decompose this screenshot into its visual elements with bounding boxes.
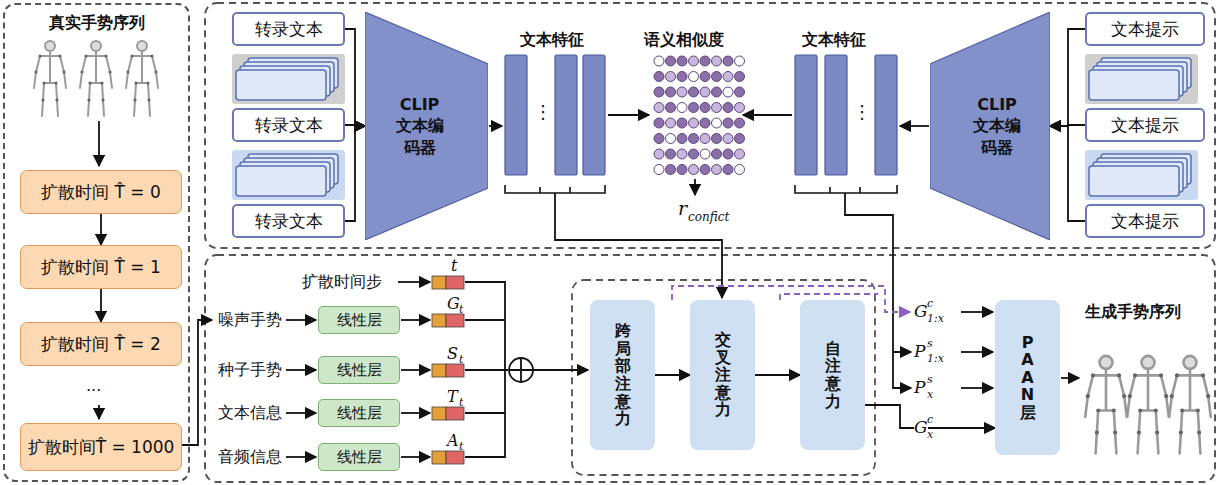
label: x: [927, 389, 933, 400]
node-text: 转录文本: [255, 210, 323, 233]
paan-box: PAAN层: [995, 300, 1060, 455]
label: A: [447, 433, 459, 449]
connector-arrow: [345, 126, 365, 221]
connector-arrow: [1050, 126, 1085, 221]
attention-box: 自注意力: [800, 300, 865, 450]
linear-layer-box: 线性层: [318, 306, 400, 334]
transcript-box: 转录文本: [232, 108, 345, 142]
timestep-box: 扩散时间T̂ = 1000: [20, 423, 182, 471]
node-text: 扩散时间 T̂ = 2: [41, 333, 161, 356]
node-text: 跨局部注意力: [615, 322, 631, 428]
connector-arrow: [1050, 29, 1085, 126]
label: P: [914, 343, 925, 360]
attention-box: 交叉注意力: [690, 300, 755, 450]
timestep-box: 扩散时间 T̂ = 0: [20, 170, 182, 214]
prompt-box: 文本提示: [1085, 12, 1205, 46]
label: T: [447, 389, 458, 405]
label: t: [451, 258, 457, 274]
label: t: [459, 354, 463, 365]
connector-arrow: [345, 29, 365, 126]
linear-layer-box: 线性层: [318, 356, 400, 384]
dashed-panel: 真实手势序列扩散时间 T̂ = 0 扩散时间 T̂ = 1 扩散时间 T̂ = 2 扩…: [3, 3, 190, 482]
label: G: [447, 296, 460, 312]
label: ⋮: [853, 103, 871, 121]
label: 1:x: [927, 353, 944, 364]
label: t: [459, 304, 463, 315]
transcript-box: 转录文本: [232, 204, 345, 238]
label: c: [927, 414, 933, 425]
label: G: [914, 303, 928, 320]
label: t: [459, 397, 463, 408]
timestep-box: 扩散时间 T̂ = 1: [20, 245, 182, 289]
node-text: 线性层: [337, 448, 382, 467]
label: P: [914, 379, 925, 396]
prompt-box: 文本提示: [1085, 204, 1205, 238]
label: 文本信息: [218, 405, 282, 421]
node-text: 交叉注意力: [715, 331, 731, 419]
label: 1:x: [927, 313, 944, 324]
prompt-box: 文本提示: [1085, 108, 1205, 142]
label: 生成手势序列: [1085, 304, 1181, 320]
attention-box: 跨局部注意力: [590, 300, 655, 450]
label: r: [678, 199, 687, 218]
node-text: 文本提示: [1111, 210, 1179, 233]
node-text: 文本提示: [1111, 114, 1179, 137]
node-text: 转录文本: [255, 18, 323, 41]
node-text: 真实手势序列: [49, 5, 145, 34]
encoder-trapezoid: CLIP 文本编码器: [930, 12, 1050, 240]
transcript-box: 转录文本: [232, 12, 345, 46]
node-text: CLIP 文本编码器: [393, 94, 447, 159]
node-text: 文本提示: [1111, 18, 1179, 41]
node-text: 扩散时间 T̂ = 0: [41, 181, 161, 204]
node-text: 线性层: [337, 361, 382, 380]
label: 扩散时间步: [302, 274, 382, 290]
node-text: 扩散时间T̂ = 1000: [28, 436, 175, 459]
label: G: [914, 419, 928, 436]
label: ···: [86, 383, 101, 399]
label: s: [927, 374, 933, 385]
node-text: CLIP 文本编码器: [970, 94, 1024, 159]
node-text: 线性层: [337, 311, 382, 330]
label: t: [459, 441, 463, 452]
label: x: [927, 429, 933, 440]
linear-layer-box: 线性层: [318, 443, 400, 471]
connector-arrow: [755, 374, 800, 376]
node-text: 转录文本: [255, 114, 323, 137]
connector-arrow: [100, 289, 102, 322]
label: s: [927, 338, 933, 349]
label: ⋮: [534, 103, 552, 121]
label: 种子手势: [218, 362, 282, 378]
timestep-box: 扩散时间 T̂ = 2: [20, 322, 182, 366]
connector-arrow: [655, 374, 690, 376]
label: confict: [688, 211, 729, 223]
node-text: PAAN层: [1020, 334, 1036, 422]
node-text: 自注意力: [825, 340, 841, 410]
linear-layer-box: 线性层: [318, 399, 400, 427]
label: 文本特征: [802, 32, 866, 48]
label: 语义相似度: [644, 32, 724, 48]
label: 噪声手势: [218, 312, 282, 328]
node-text: 扩散时间 T̂ = 1: [41, 256, 161, 279]
node-text: 线性层: [337, 404, 382, 423]
label: S: [447, 346, 458, 362]
label: c: [927, 298, 933, 309]
connector-arrow: [865, 405, 995, 428]
connector-arrow: [100, 214, 102, 245]
label: 音频信息: [218, 449, 282, 465]
label: 文本特征: [520, 32, 584, 48]
encoder-trapezoid: CLIP 文本编码器: [365, 12, 488, 240]
